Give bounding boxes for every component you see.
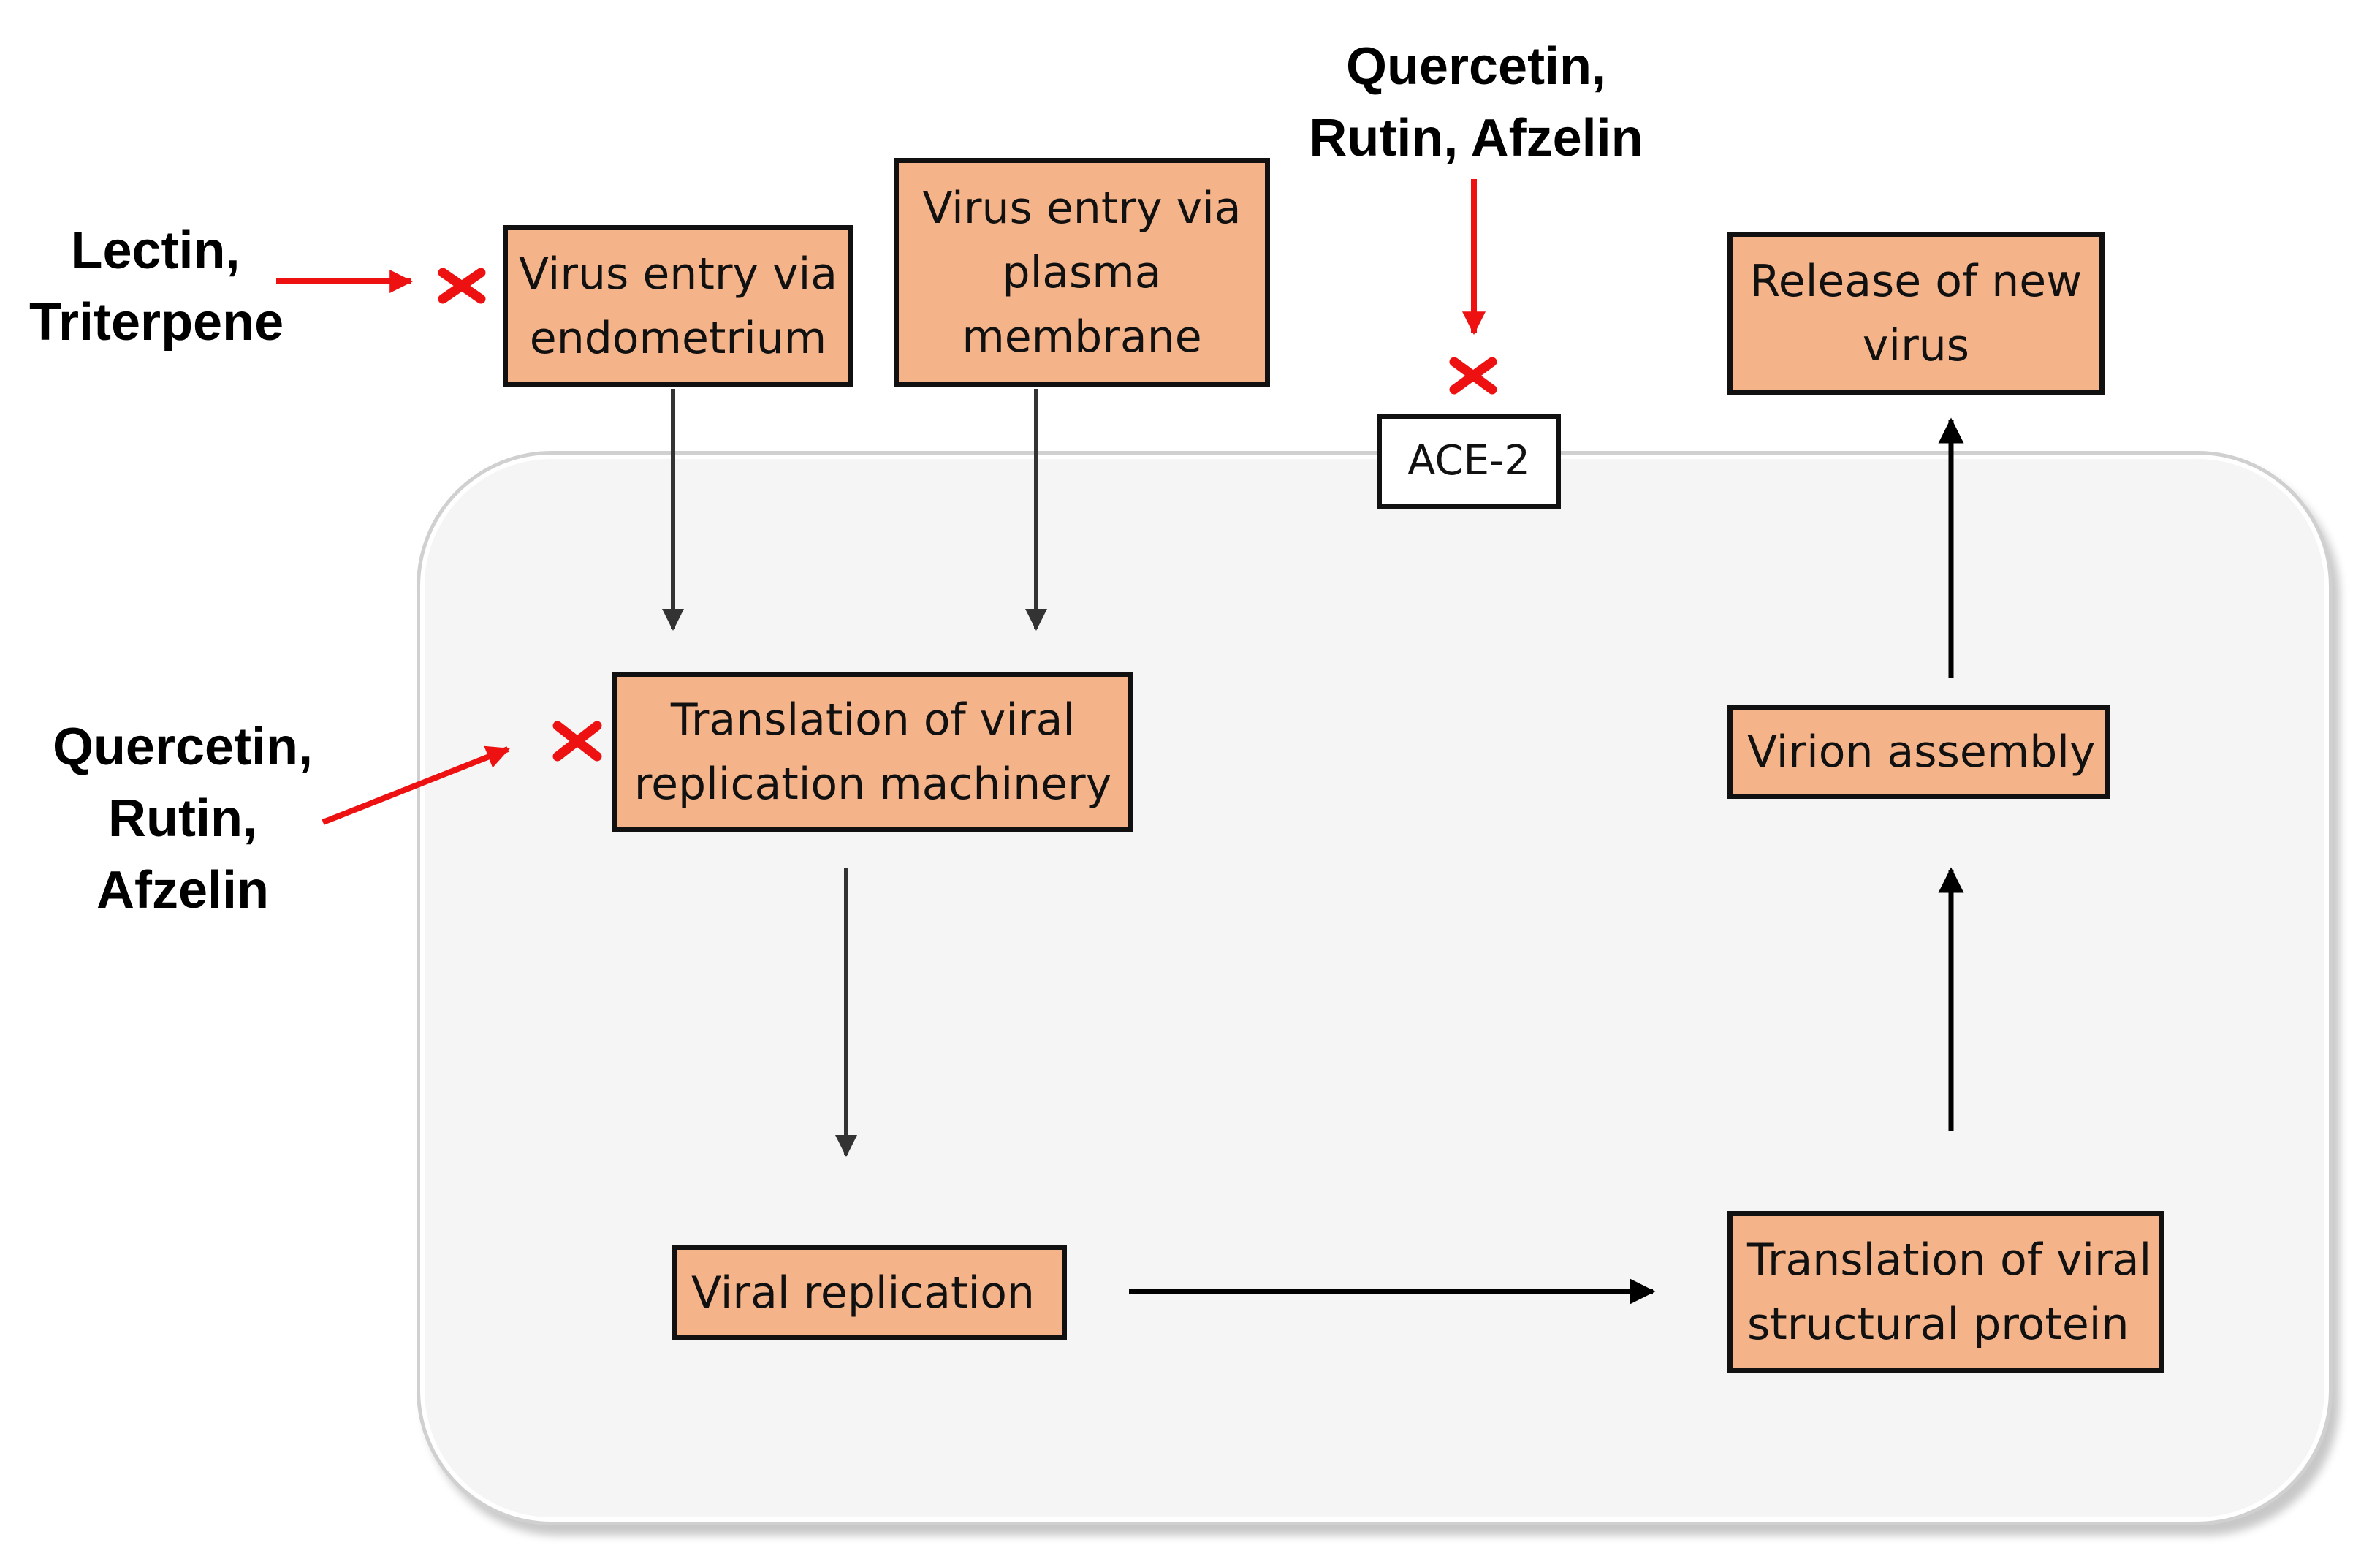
translation-replication-machinery-label: Translation of viral replication machine… (634, 694, 1112, 810)
virus-entry-plasma-label: Virus entry via plasma membrane (922, 182, 1242, 363)
block-mark-entry (438, 268, 486, 304)
release-new-virus-box: Release of new virus (1727, 232, 2105, 395)
translation-replication-machinery-box: Translation of viral replication machine… (612, 672, 1133, 832)
virus-entry-plasma-box: Virus entry via plasma membrane (894, 158, 1270, 387)
translation-structural-protein-box: Translation of viral structural protein (1727, 1211, 2164, 1373)
inhibitor-lectin-triterpene: Lectin, Triterpene (29, 221, 284, 352)
virion-assembly-label: Virion assembly (1747, 726, 2096, 778)
release-new-virus-label: Release of new virus (1749, 255, 2083, 371)
inhibitor-quercetin-rutin-afzelin-left: Quercetin, Rutin, Afzelin (52, 718, 313, 919)
viral-replication-label: Viral replication (691, 1267, 1035, 1319)
translation-structural-protein-label: Translation of viral structural protein (1747, 1234, 2152, 1350)
ace2-label: ACE-2 (1407, 437, 1530, 485)
virion-assembly-box: Virion assembly (1727, 705, 2110, 799)
block-mark-translation (552, 721, 602, 762)
inhibitor-arrow-translation (322, 745, 510, 825)
ace2-receptor-box: ACE-2 (1377, 414, 1561, 509)
virus-entry-endometrium-box: Virus entry via endometrium (503, 225, 853, 387)
virus-entry-endometrium-label: Virus entry via endometrium (518, 248, 838, 364)
inhibitor-quercetin-rutin-afzelin-top: Quercetin, Rutin, Afzelin (1309, 37, 1643, 167)
viral-replication-box: Viral replication (672, 1245, 1067, 1340)
block-mark-ace2 (1449, 357, 1497, 395)
